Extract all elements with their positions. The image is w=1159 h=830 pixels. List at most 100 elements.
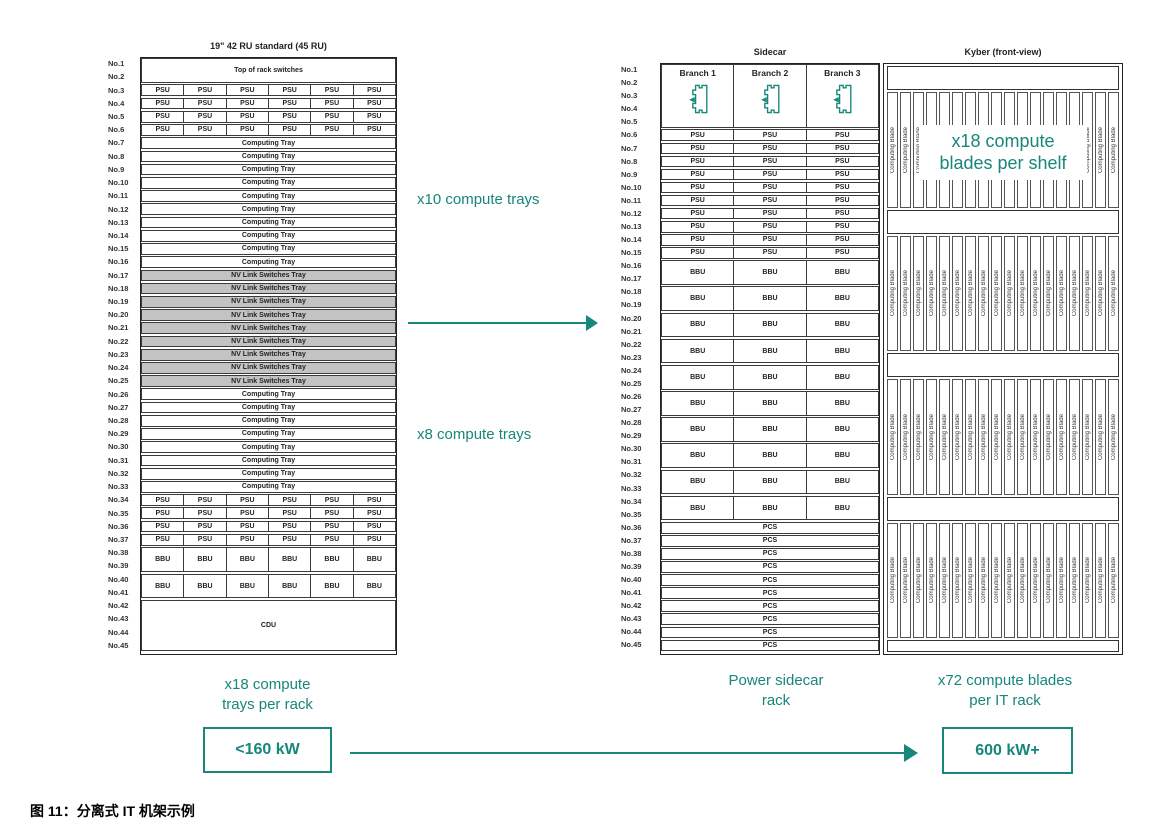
rack-cell: Computing Tray [241,390,296,398]
unit-label: No.10 [621,182,642,192]
unit-label: No.11 [108,191,129,201]
rack-cell: Computing Tray [241,232,296,240]
kyber-band [887,66,1119,90]
unit-label: No.7 [108,138,125,148]
computing-blade: Computing Blade [1069,379,1080,495]
rack-cell: PSU [733,143,805,154]
rack-cell: PSU [225,495,268,505]
unit-label: No.9 [621,169,638,179]
rack-cell: NV Link Switches Tray [142,376,395,386]
computing-blade-label: Computing Blade [1097,413,1104,460]
computing-blade: Computing Blade [1017,379,1028,495]
computing-blade: Computing Blade [887,522,898,638]
computing-blade-label: Computing Blade [889,413,896,460]
computing-blade-label: Computing Blade [1084,557,1091,604]
computing-blade: Computing Blade [913,379,924,495]
computing-blade-label: Computing Blade [1084,270,1091,317]
unit-label: No.25 [621,378,642,388]
rack-cell: Computing Tray [241,417,296,425]
computing-blade-label: Computing Blade [915,557,922,604]
unit-label: No.36 [108,521,129,531]
rack-cell: BBU [225,548,268,572]
rack-cell: BBU [733,496,805,520]
right-power-box: 600 kW+ [942,727,1073,774]
rack-row: PCS [661,600,879,612]
computing-blade: Computing Blade [1108,235,1119,351]
rack-cell: PSU [225,534,268,545]
unit-label: No.18 [621,287,642,297]
rack-cell: NV Link Switches Tray [142,336,395,347]
rack-cell: BBU [690,269,706,277]
computing-blade: Computing Blade [1056,522,1067,638]
rack-cell: BBU [267,548,310,572]
branch-header-cell: Branch 2 [733,65,805,127]
rack-cell: BBU [690,347,706,355]
unit-label: No.43 [108,614,129,624]
computing-blade-label: Computing Blade [1006,557,1013,604]
computing-blade: Computing Blade [926,379,937,495]
computing-blade: Computing Blade [887,235,898,351]
power-connector-icon [688,84,708,114]
unit-label: No.21 [621,326,642,336]
rack-cell: PSU [690,249,705,257]
rack-cell: BBU [733,418,805,441]
computing-blade: Computing Blade [1069,235,1080,351]
rack-cell: PSU [352,85,395,96]
computing-blade: Computing Blade [926,235,937,351]
unit-label: No.31 [108,455,129,465]
rack-row: PCS [661,561,879,573]
rack-cell: PSU [805,182,878,193]
unit-label: No.17 [108,270,129,280]
computing-blade-label: Computing Blade [1071,557,1078,604]
mid-footer-note: Power sidecar rack [728,672,824,709]
rack-cell: PCS [762,563,778,571]
rack-row: Computing Tray [141,414,396,427]
rack-cell: PCS [762,537,778,545]
kyber-band [887,353,1119,377]
unit-label: No.39 [621,562,642,571]
unit-label: No.17 [621,274,642,284]
rack-row: Computing Tray [141,163,396,176]
rack-cell: Computing Tray [241,166,296,174]
computing-blade: Computing Blade [952,379,963,495]
rack-cell: PSU [805,221,878,232]
computing-blade-label: Computing Blade [967,270,974,317]
unit-label: No.9 [108,164,125,174]
unit-label: No.5 [108,111,125,121]
power-connector-icon [761,84,780,114]
rack-cell: BBU [690,478,706,486]
computing-blade: Computing Blade [1017,522,1028,638]
unit-label: No.28 [621,418,642,428]
rack-cell: PSU [805,143,878,154]
unit-label: No.22 [108,336,129,346]
rack-cell: PSU [155,100,170,108]
rack-cell: BBU [183,548,225,572]
rack-row: Computing Tray [141,137,396,150]
computing-blade-label: Computing Blade [954,557,961,604]
rack-cell: PSU [352,125,395,135]
branch-header-cell: Branch 1 [662,65,733,127]
kyber-rack-title: Kyber (front-view) [964,47,1042,57]
computing-blade: Computing Blade [1030,379,1041,495]
rack-cell: BBU [155,556,171,564]
rack-cell: PCS [762,602,778,610]
rack-row: NV Link Switches Tray [141,295,396,308]
computing-blade: Computing Blade [1056,379,1067,495]
computing-blade-label: Computing Blade [902,270,909,317]
kyber-band [887,209,1119,234]
rack-row: Computing Tray [141,190,396,202]
unit-label: No.21 [108,323,129,333]
unit-label: No.22 [621,339,642,349]
x8-trays-note: x8 compute trays [417,426,532,443]
